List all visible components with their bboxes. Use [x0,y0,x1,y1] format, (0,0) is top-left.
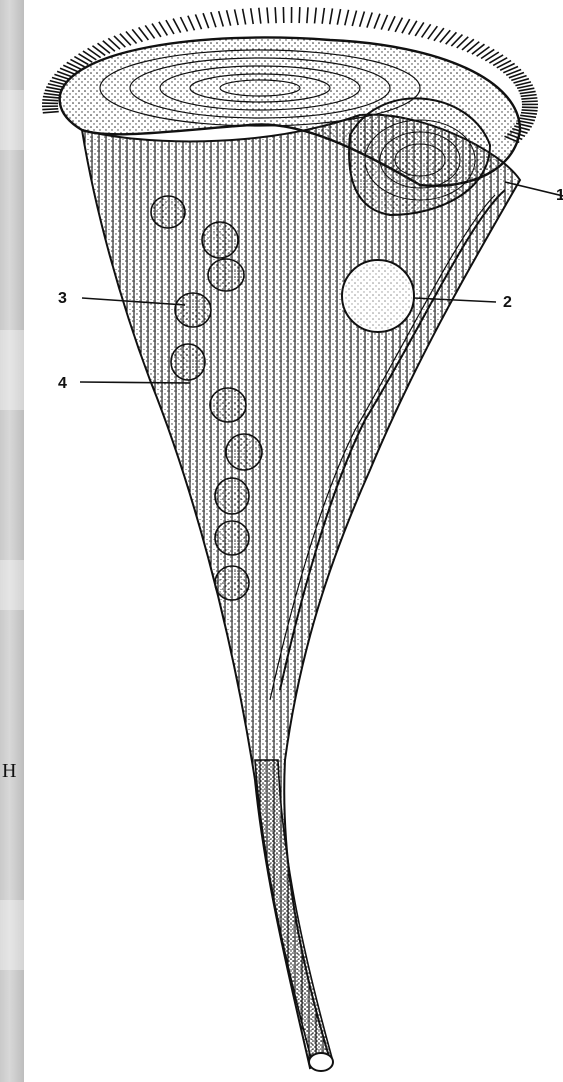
cilium [159,22,167,36]
cilium [43,112,59,113]
cilium [219,11,224,26]
cilium [517,85,533,88]
cilium [259,8,261,24]
cilium [388,16,395,30]
left-gray-panel [0,0,24,1082]
cilium [307,7,308,23]
cilium [251,8,254,24]
cilium [227,10,231,25]
cilium [211,12,216,27]
panel-texture-streak [0,330,24,410]
cilium [367,13,372,28]
label-4: 4 [58,375,67,392]
cilium [520,115,536,117]
cilium [173,19,181,33]
holdfast [309,1053,333,1071]
cilium [46,87,62,90]
cilium [322,8,324,24]
cilium [188,16,195,31]
cilium [402,19,410,33]
cilium [180,17,187,31]
cilium [374,14,380,29]
cilium [330,8,333,24]
cilium [203,13,209,28]
cilium [337,9,340,25]
cilium [345,10,349,26]
label-2: 2 [503,294,512,311]
cilium [409,21,417,35]
cilium [395,18,402,32]
cilium [519,118,535,121]
cilium [267,7,268,23]
cilium [360,12,365,27]
panel-texture-streak [0,90,24,150]
cilium [42,100,58,101]
body-cone [82,115,520,1068]
side-panel-letter: Н [2,760,16,783]
cilium [299,7,300,23]
cilium [42,109,58,110]
cilium [352,11,356,26]
cilium [422,24,431,37]
cilium [521,95,537,97]
cilium [44,93,60,95]
cilium [235,9,239,25]
label-1: 1 [556,187,563,204]
cilium [166,20,174,34]
cilium [45,90,61,92]
cilium [522,110,538,111]
cilium [521,113,537,114]
cilium [415,22,424,35]
cilium [195,14,201,29]
panel-texture-streak [0,560,24,610]
cilium [43,97,59,98]
cilium [381,15,387,30]
cilium [243,9,246,25]
diagram-stage: 1 2 3 4 [24,0,563,1082]
cilium [152,24,161,37]
stalk [255,760,332,1062]
panel-texture-streak [0,900,24,970]
cilium [519,88,535,91]
cilium [522,101,538,102]
cilium [315,8,317,24]
cilium [520,91,536,93]
cilium [521,98,537,99]
stentor-diagram: 1 2 3 4 [24,0,563,1082]
cilium [275,7,276,23]
label-3: 3 [58,290,67,307]
